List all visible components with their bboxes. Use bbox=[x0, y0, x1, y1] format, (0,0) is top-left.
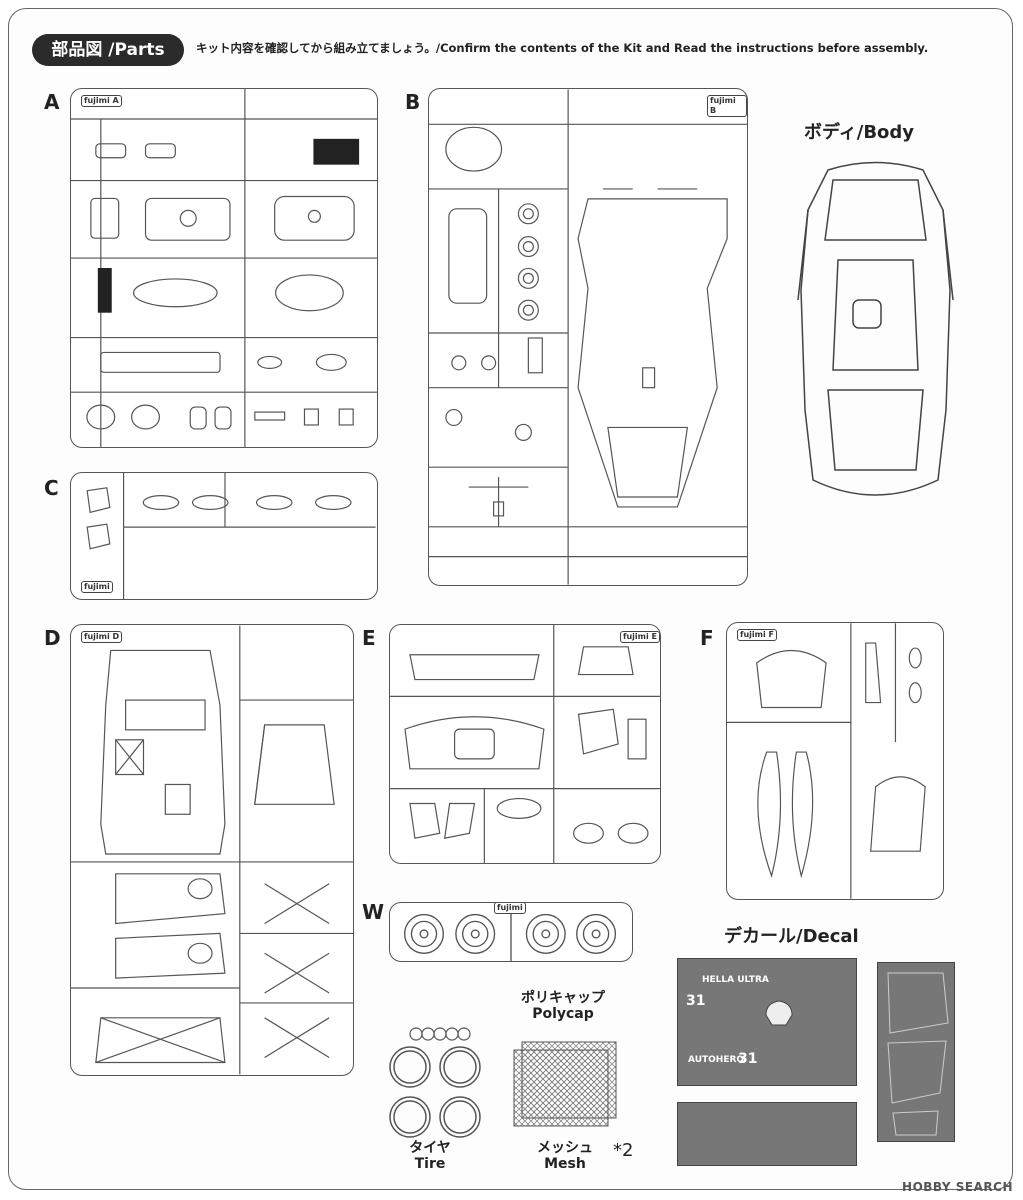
sprue-a-tag: fujimi A bbox=[81, 95, 122, 107]
sprue-d-letter: D bbox=[44, 626, 61, 650]
sprue-w-letter: W bbox=[362, 900, 385, 924]
sprue-c-tag: fujimi bbox=[81, 581, 113, 593]
sprue-e-letter: E bbox=[362, 626, 376, 650]
decal-sheet-main: HELLA ULTRA 31 AUTOHERO 31 bbox=[677, 958, 857, 1086]
mesh-label-en: Mesh bbox=[544, 1156, 586, 1172]
sprue-e: fujimi E bbox=[389, 624, 661, 864]
mesh-quantity: *2 bbox=[613, 1140, 634, 1161]
tire-label: タイヤ Tire bbox=[390, 1140, 470, 1172]
sprue-w: fujimi bbox=[389, 902, 633, 962]
sprue-f-letter: F bbox=[700, 626, 714, 650]
sprue-b: fujimi B bbox=[428, 88, 748, 586]
instruction-text: キット内容を確認してから組み立てましょう。/Confirm the conten… bbox=[196, 41, 929, 55]
decal-sheet-small bbox=[677, 1102, 857, 1166]
mesh-label: メッシュ Mesh bbox=[520, 1140, 610, 1172]
body-label: ボディ/Body bbox=[804, 122, 915, 143]
decal-text-autohero: AUTOHERO bbox=[688, 1055, 745, 1065]
sprue-f-tag: fujimi F bbox=[737, 629, 777, 641]
sprue-d: fujimi D bbox=[70, 624, 354, 1076]
mesh-label-jp: メッシュ bbox=[537, 1140, 593, 1156]
sprue-a-drawing bbox=[71, 89, 377, 447]
sprue-d-tag: fujimi D bbox=[81, 631, 123, 643]
sprue-a-letter: A bbox=[44, 90, 60, 114]
mesh-drawing bbox=[513, 1041, 617, 1127]
tire-label-jp: タイヤ bbox=[409, 1140, 451, 1156]
polycap-label-jp: ポリキャップ bbox=[521, 990, 605, 1006]
tire-drawing bbox=[389, 1046, 481, 1138]
polycap-label: ポリキャップ Polycap bbox=[508, 990, 618, 1022]
sprue-c: fujimi bbox=[70, 472, 378, 600]
decal-text-31b: 31 bbox=[738, 1051, 758, 1067]
body-drawing bbox=[797, 161, 954, 496]
decal-sheet-carbon bbox=[877, 962, 955, 1142]
sprue-w-tag: fujimi bbox=[494, 903, 526, 914]
sprue-c-letter: C bbox=[44, 476, 59, 500]
carbon-decal-drawing bbox=[887, 972, 949, 1136]
sprue-b-letter: B bbox=[405, 90, 421, 114]
sprue-b-tag: fujimi B bbox=[707, 95, 747, 117]
shell-logo-icon bbox=[765, 1000, 793, 1026]
parts-badge: 部品図 /Parts bbox=[32, 34, 184, 66]
sprue-b-drawing bbox=[429, 89, 747, 585]
decal-label: デカール/Decal bbox=[724, 926, 859, 947]
watermark: HOBBY SEARCH bbox=[902, 1180, 1013, 1194]
tire-label-en: Tire bbox=[414, 1156, 446, 1172]
sprue-c-drawing bbox=[86, 473, 376, 599]
sprue-d-drawing bbox=[71, 625, 353, 1075]
sprue-e-drawing bbox=[390, 625, 660, 863]
decal-text-31a: 31 bbox=[686, 993, 706, 1009]
sprue-e-tag: fujimi E bbox=[620, 631, 660, 643]
polycap-drawing bbox=[409, 1027, 471, 1041]
sprue-a: fujimi A bbox=[70, 88, 378, 448]
polycap-label-en: Polycap bbox=[532, 1006, 594, 1022]
sprue-f-drawing bbox=[727, 623, 926, 899]
sprue-f: fujimi F bbox=[726, 622, 944, 900]
decal-text-hella: HELLA ULTRA bbox=[702, 975, 769, 985]
